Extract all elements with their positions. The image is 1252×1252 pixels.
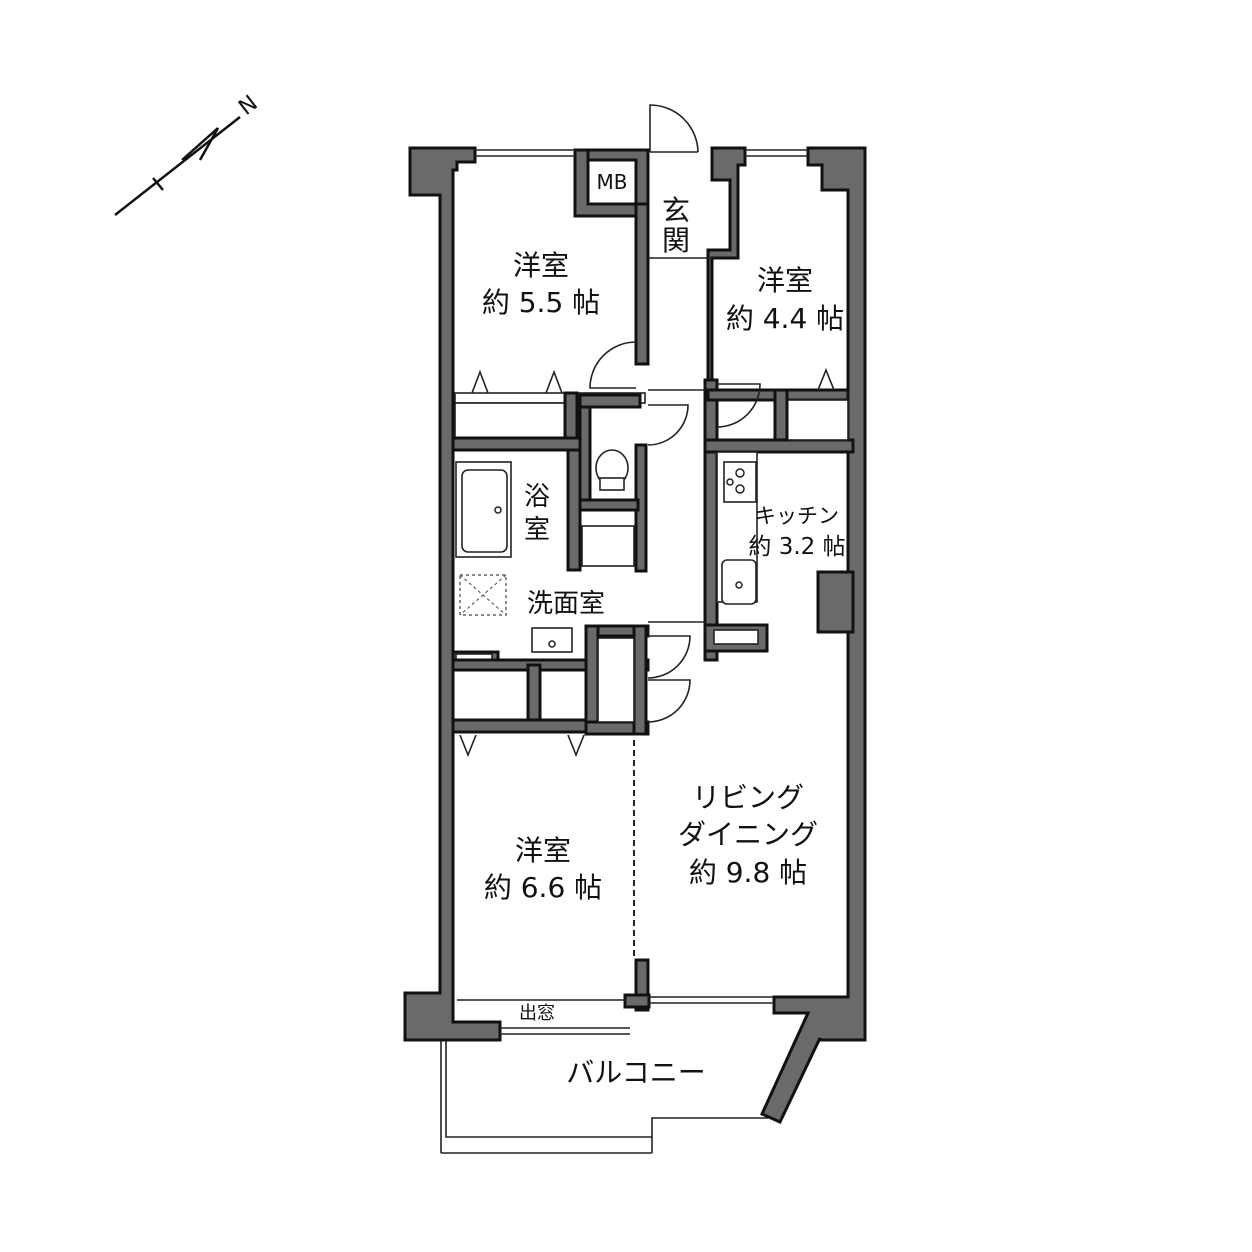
toilet-icon	[595, 449, 629, 491]
room-name-living-1: リビング	[692, 781, 804, 814]
compass-north-label: N	[234, 91, 262, 121]
room-size-western-3: 約 6.6 帖	[484, 871, 602, 904]
doors	[589, 104, 761, 723]
room-name-western-3: 洋室	[515, 834, 571, 867]
bay-window-label: 出窓	[519, 1003, 555, 1024]
balcony-label: バルコニー	[566, 1056, 705, 1089]
room-size-western-1: 約 5.5 帖	[482, 286, 600, 319]
compass-arrow-icon	[114, 116, 241, 216]
kitchen-sink-icon	[721, 559, 757, 605]
room-name-entrance-2: 関	[662, 224, 690, 257]
room-name-living-2: ダイニング	[678, 818, 818, 851]
washing-machine-pan-icon	[459, 574, 507, 616]
room-size-western-2: 約 4.4 帖	[726, 302, 844, 335]
stove-icon	[723, 461, 757, 503]
room-name-bath-1: 浴	[524, 482, 550, 512]
room-size-kitchen: 約 3.2 帖	[748, 534, 845, 560]
bathtub-icon	[455, 461, 512, 558]
room-name-bath-2: 室	[524, 515, 550, 545]
room-name-western-2: 洋室	[757, 264, 813, 297]
closet-door-markers	[459, 367, 835, 758]
balcony-outline	[440, 1040, 768, 1154]
washbasin-icon	[531, 627, 573, 653]
room-name-meter-box: MB	[597, 170, 628, 194]
room-name-washroom: 洗面室	[527, 589, 605, 619]
interior-walls	[451, 388, 855, 1012]
room-name-kitchen: キッチン	[755, 504, 839, 528]
exterior-walls	[403, 146, 867, 1124]
room-name-western-1: 洋室	[513, 249, 569, 282]
room-size-living: 約 9.8 帖	[689, 856, 807, 889]
windows	[457, 149, 808, 1035]
room-name-entrance-1: 玄	[662, 194, 690, 227]
